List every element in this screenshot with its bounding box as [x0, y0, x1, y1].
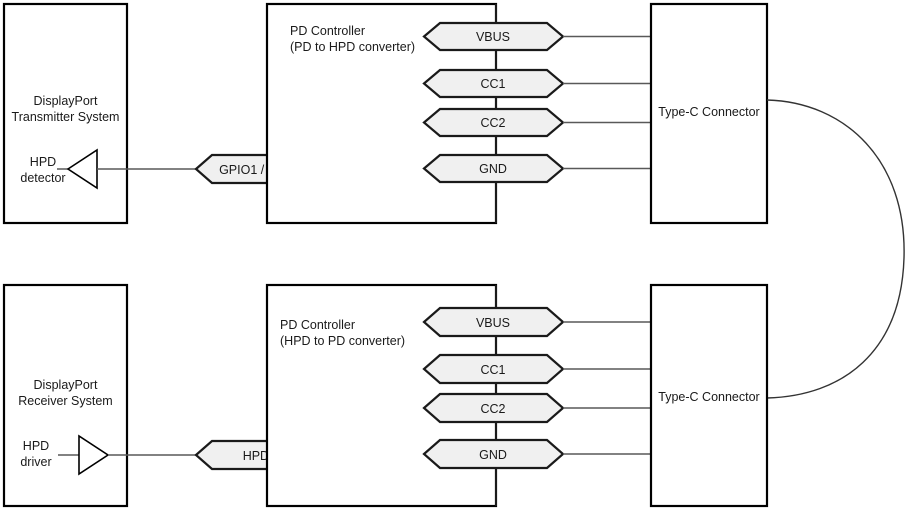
hpd-driver-label-line2: driver [20, 455, 51, 469]
type-c-cable-arc [766, 99, 905, 399]
displayport-receiver-box [2, 283, 129, 508]
displayport-transmitter-box [2, 2, 129, 225]
pin-hex-top-vbus-label: VBUS [476, 30, 510, 44]
hpd-detector-label-line1: HPD [30, 155, 56, 169]
pd-controller-top-label-line2: (PD to HPD converter) [290, 40, 415, 54]
pin-hex-top-gnd-label: GND [479, 162, 507, 176]
pin-hex-top-cc1-label: CC1 [480, 77, 505, 91]
displayport-transmitter-label-line1: DisplayPort [34, 94, 98, 108]
displayport-transmitter-label-line2: Transmitter System [12, 110, 120, 124]
hpd-driver-amp-icon [78, 434, 110, 476]
pd-controller-top-label-line1: PD Controller [290, 24, 365, 38]
hpd-detector-label-line2: detector [20, 171, 65, 185]
pin-hex-bottom-gnd-label: GND [479, 448, 507, 462]
type-c-connector-top-label: Type-C Connector [658, 105, 759, 119]
pin-hex-bottom-vbus-label: VBUS [476, 316, 510, 330]
displayport-receiver-label-line1: DisplayPort [34, 378, 98, 392]
pd-controller-bottom-label-line1: PD Controller [280, 318, 355, 332]
pin-hex-top-cc2-label: CC2 [480, 116, 505, 130]
type-c-connector-bottom-box [649, 283, 769, 508]
pin-hex-bottom-cc1-label: CC1 [480, 363, 505, 377]
pin-hex-bottom-cc2-label: CC2 [480, 402, 505, 416]
type-c-connector-bottom-label: Type-C Connector [658, 390, 759, 404]
type-c-connector-top-box [649, 2, 769, 225]
displayport-receiver-label-line2: Receiver System [18, 394, 112, 408]
pd-controller-bottom-label-line2: (HPD to PD converter) [280, 334, 405, 348]
hpd-driver-label-line1: HPD [23, 439, 49, 453]
